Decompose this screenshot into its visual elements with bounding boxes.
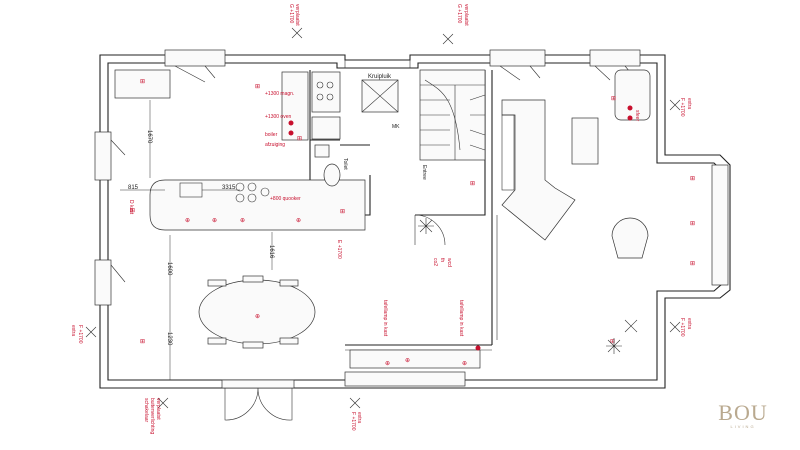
svg-text:⊕: ⊕ xyxy=(462,361,467,367)
svg-text:⊕: ⊕ xyxy=(255,314,260,320)
logo-subtext: LIVING xyxy=(730,424,756,429)
svg-text:⊞: ⊞ xyxy=(690,221,695,227)
windows-left xyxy=(94,49,729,387)
svg-text:⊞: ⊞ xyxy=(470,181,475,187)
note-tv-kast1: tafellamp in kast xyxy=(382,300,388,337)
note-boiler: boiler xyxy=(265,132,278,138)
note-schakelaar: schakelaar xyxy=(143,398,149,423)
dining xyxy=(198,275,316,349)
toilet xyxy=(314,144,341,187)
note-magn: +1300 magn. xyxy=(265,91,294,97)
dimension-lines xyxy=(120,100,273,380)
svg-text:⊞: ⊞ xyxy=(690,261,695,267)
electrical-symbols: ⊞ ⊞ ⊞ ⊕ ⊕ ⊕ ⊕ ⊞ ⊞ ⊕ ⊞ ⊞ ⊞ ⊞ ⊞ ⊕ ⊕ ⊞ ⊞ ⊕ xyxy=(85,27,695,409)
svg-text:⊕: ⊕ xyxy=(405,358,410,364)
dim-1230: 1230 xyxy=(166,332,172,346)
note-wcd: wcd xyxy=(446,258,452,267)
svg-text:⊕: ⊕ xyxy=(185,218,190,224)
dim-1670: 1670 xyxy=(146,130,152,144)
svg-text:⊞: ⊞ xyxy=(255,84,260,90)
note-extra-left: extra xyxy=(70,325,76,336)
note-verplaatst-top: verplaatst xyxy=(294,4,300,26)
entrance-door xyxy=(414,214,446,246)
label-toilet: Toilet xyxy=(342,158,348,170)
note-extra-rb: extra xyxy=(686,318,692,329)
label-entree: Entree xyxy=(421,165,427,180)
note-f1700-left: F +1700 xyxy=(77,325,83,344)
dim-3315: 3315 xyxy=(222,185,236,191)
note-g1700: G +1700 xyxy=(288,4,294,24)
svg-text:⊞: ⊞ xyxy=(140,79,145,85)
label-kruipluik: Kruipluik xyxy=(368,74,392,80)
light-point xyxy=(288,120,294,126)
note-oven: +1300 oven xyxy=(265,114,291,120)
note-f1700-right: F +1700 xyxy=(679,98,685,117)
note-f1700-bottom: F +1700 xyxy=(350,412,356,431)
kitchen xyxy=(114,69,366,231)
note-co2: co2 xyxy=(432,258,438,266)
dim-1600: 1600 xyxy=(166,262,172,276)
annotation-labels: verplaatst G +1700 verplaatst G +1700 ex… xyxy=(70,4,692,434)
garden-doors xyxy=(221,379,295,421)
staircase xyxy=(361,69,486,161)
light-point xyxy=(475,345,481,351)
note-g1700-hall: G +1700 xyxy=(456,4,462,24)
note-verplaatst-bottom: verplaatst xyxy=(155,398,161,420)
note-extra-right: extra xyxy=(686,98,692,109)
svg-text:⊞: ⊞ xyxy=(130,208,135,214)
svg-text:⊞: ⊞ xyxy=(140,339,145,345)
svg-text:⊞: ⊞ xyxy=(611,96,616,102)
svg-text:⊞: ⊞ xyxy=(610,339,615,345)
note-f1700-rb: F +1700 xyxy=(679,318,685,337)
note-wasdroger: E +1700 xyxy=(336,240,342,259)
room-labels: Kruipluik Toilet Entree MK xyxy=(342,74,427,180)
note-tv-kast2: tafellamp in kast xyxy=(458,300,464,337)
dim-1616: 1616 xyxy=(268,245,274,259)
brand-logo: BOU LIVING xyxy=(708,400,778,430)
light-point xyxy=(627,105,633,111)
logo-text: BOU xyxy=(718,400,768,425)
note-extra-bottom: extra xyxy=(356,412,362,423)
note-buitenverlichting: buitenverlichting xyxy=(149,398,155,434)
dim-815: 815 xyxy=(128,185,139,191)
light-point xyxy=(627,115,633,121)
dimension-labels: 1670 815 3315 1616 1600 1230 xyxy=(128,130,274,346)
note-th: th xyxy=(439,258,445,262)
svg-text:⊕: ⊕ xyxy=(385,361,390,367)
svg-text:⊞: ⊞ xyxy=(690,176,695,182)
note-verplaatst-hall: verplaatst xyxy=(463,4,469,26)
living xyxy=(349,69,651,369)
svg-text:⊞: ⊞ xyxy=(340,209,345,215)
outer-walls xyxy=(99,54,731,389)
label-mk: MK xyxy=(392,124,400,130)
note-quooker: +800 quooker xyxy=(270,196,301,202)
svg-text:⊕: ⊕ xyxy=(212,218,217,224)
svg-text:⊞: ⊞ xyxy=(297,136,302,142)
note-sfeer: sfeer xyxy=(634,110,640,121)
light-point xyxy=(288,130,294,136)
note-kast: D kast xyxy=(128,200,134,215)
svg-text:⊕: ⊕ xyxy=(296,218,301,224)
note-afzuiging: afzuiging xyxy=(265,142,285,148)
svg-text:⊕: ⊕ xyxy=(240,218,245,224)
